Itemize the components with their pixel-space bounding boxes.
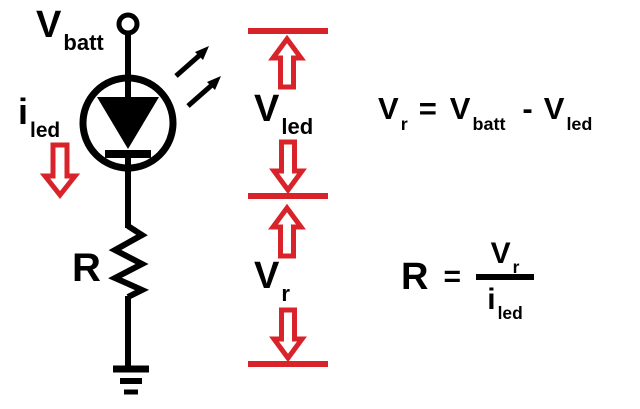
v-r-down-arrow-icon	[269, 307, 307, 363]
led-current-main: i	[18, 91, 29, 132]
led-voltage-main: V	[254, 88, 280, 130]
fraction-bar	[475, 274, 534, 280]
v-led-down-arrow-icon	[269, 139, 307, 195]
resistor-zigzag-icon	[108, 223, 150, 300]
battery-voltage-label: Vbatt	[36, 4, 104, 54]
light-emission-arrows-icon	[174, 46, 221, 108]
battery-terminal-icon	[116, 12, 140, 36]
voltage-annotation	[248, 28, 328, 367]
led-anode-triangle-icon	[97, 97, 159, 149]
v-r-up-arrow-icon	[268, 203, 306, 259]
current-direction-arrow-icon	[39, 142, 81, 200]
resistor-label: R	[72, 246, 101, 290]
resistor-voltage-main: V	[254, 255, 280, 297]
resistor-voltage-sub: r	[281, 281, 290, 307]
battery-voltage-sub: batt	[63, 30, 104, 56]
led-voltage-sub: led	[281, 114, 314, 140]
eq2-equals-sign: =	[443, 260, 461, 293]
eq1-equals-sign: =	[418, 91, 437, 126]
eq1-minus-sign: -	[522, 91, 533, 126]
led-current-label: iled	[18, 91, 60, 141]
v-led-up-arrow-icon	[268, 34, 306, 90]
ground-symbol-icon	[113, 365, 149, 395]
led-voltage-label: Vled	[254, 88, 313, 138]
eq2-lhs: R	[401, 256, 429, 298]
led-current-sub: led	[30, 118, 61, 142]
resistor-voltage-label: Vr	[254, 255, 290, 305]
battery-voltage-main: V	[36, 4, 62, 46]
